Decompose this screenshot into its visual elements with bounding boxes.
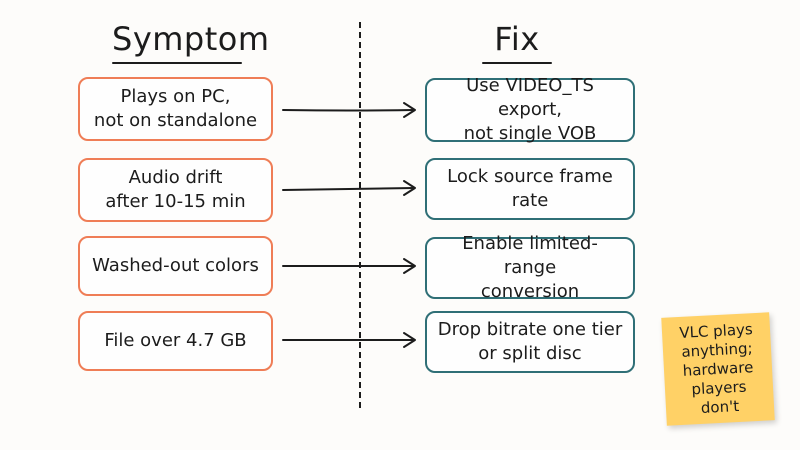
symptom-text-3: Washed-out colors <box>92 255 259 276</box>
sticky-note: VLC plays anything; hardware players don… <box>661 312 775 426</box>
fix-heading-underline <box>482 62 552 64</box>
symptom-text-4: File over 4.7 GB <box>104 330 247 351</box>
arrow-row-4 <box>282 332 416 348</box>
symptom-heading-underline <box>112 62 242 64</box>
fix-box-1: Use VIDEO_TS export, not single VOB <box>425 75 635 144</box>
symptom-heading-text: Symptom <box>112 20 270 58</box>
symptom-box-4: File over 4.7 GB <box>78 311 273 371</box>
symptom-heading: Symptom <box>112 20 269 64</box>
column-divider <box>359 22 361 408</box>
arrow-row-1 <box>282 102 416 118</box>
symptom-text-2: Audio drift after 10-15 min <box>105 167 246 212</box>
symptom-box-1: Plays on PC, not on standalone <box>78 77 273 141</box>
arrow-row-3 <box>282 258 416 274</box>
fix-text-4: Drop bitrate one tier or split disc <box>437 319 623 364</box>
symptom-text-1: Plays on PC, not on standalone <box>93 86 258 131</box>
fix-box-4: Drop bitrate one tier or split disc <box>425 311 635 373</box>
fix-box-3: Enable limited-range conversion <box>425 233 635 302</box>
symptom-box-2: Audio drift after 10-15 min <box>78 158 273 222</box>
sticky-note-text: VLC plays anything; hardware players don… <box>678 319 754 417</box>
fix-heading: Fix <box>482 20 552 64</box>
fix-text-1: Use VIDEO_TS export, not single VOB <box>463 75 597 144</box>
fix-text-2: Lock source frame rate <box>447 166 613 211</box>
arrow-row-2 <box>282 180 416 196</box>
fix-box-2: Lock source frame rate <box>425 158 635 220</box>
fix-text-3: Enable limited-range conversion <box>462 233 598 302</box>
symptom-box-3: Washed-out colors <box>78 236 273 296</box>
fix-heading-text: Fix <box>494 20 540 58</box>
